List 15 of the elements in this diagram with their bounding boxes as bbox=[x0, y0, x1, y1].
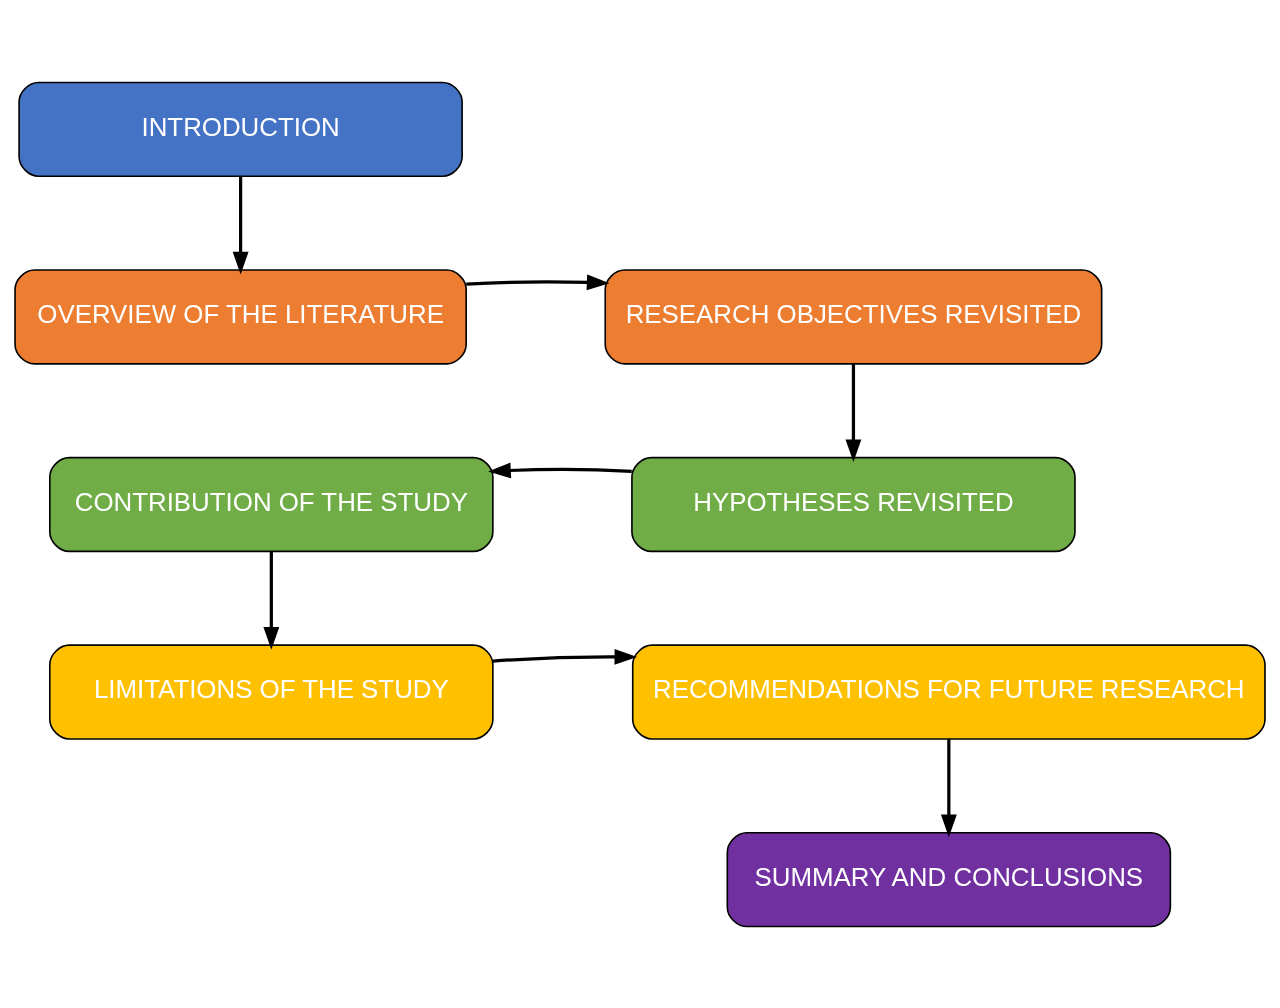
node-box: LIMITATIONS OF THE STUDY bbox=[49, 643, 494, 740]
node-box: INTRODUCTION bbox=[18, 81, 463, 177]
arrow bbox=[940, 738, 957, 837]
node-box: OVERVIEW OF THE LITERATURE bbox=[14, 268, 467, 365]
node-box: CONTRIBUTION OF THE STUDY bbox=[49, 456, 494, 552]
node-box: HYPOTHESES REVISITED bbox=[631, 456, 1076, 552]
arrow bbox=[232, 176, 249, 274]
node-box: RESEARCH OBJECTIVES REVISITED bbox=[604, 268, 1103, 365]
node-box: SUMMARY AND CONCLUSIONS bbox=[726, 831, 1172, 927]
arrow bbox=[492, 648, 638, 665]
arrow bbox=[466, 273, 610, 290]
node-box: RECOMMENDATIONS FOR FUTURE RESEARCH bbox=[631, 643, 1266, 740]
arrow bbox=[488, 462, 632, 478]
arrow bbox=[845, 363, 862, 462]
arrow bbox=[263, 551, 280, 650]
